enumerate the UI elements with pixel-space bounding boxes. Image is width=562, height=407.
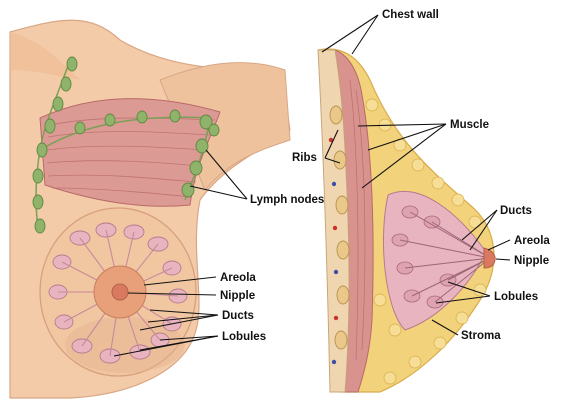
label-areola-right: Areola bbox=[514, 235, 550, 247]
label-ducts-right: Ducts bbox=[500, 205, 532, 217]
label-chest-wall: Chest wall bbox=[382, 9, 439, 21]
front-view bbox=[9, 19, 291, 399]
label-lobules-left: Lobules bbox=[222, 331, 266, 343]
rib-icon-group bbox=[329, 105, 350, 350]
muscle-striations bbox=[349, 79, 366, 361]
label-ducts-left: Ducts bbox=[222, 310, 254, 322]
label-ribs: Ribs bbox=[292, 152, 317, 164]
label-nipple-right: Nipple bbox=[514, 255, 549, 267]
cross-section-view bbox=[317, 48, 496, 393]
labels: Lymph nodes Areola Nipple Ducts Lobules … bbox=[220, 9, 550, 343]
nipple-front bbox=[111, 283, 129, 301]
label-lobules-right: Lobules bbox=[494, 291, 538, 303]
neck-shade bbox=[10, 32, 80, 80]
lymph-node-icon-group bbox=[32, 56, 220, 234]
ducts-section bbox=[399, 211, 491, 303]
muscle-fibers bbox=[46, 117, 216, 198]
label-nipple-left: Nipple bbox=[220, 290, 255, 302]
label-muscle: Muscle bbox=[450, 119, 489, 131]
vessels bbox=[328, 137, 339, 365]
label-lymph-nodes: Lymph nodes bbox=[250, 194, 324, 206]
chest-wall bbox=[317, 49, 350, 393]
label-stroma: Stroma bbox=[461, 330, 501, 342]
breast-shadow bbox=[65, 317, 185, 373]
label-areola-left: Areola bbox=[220, 272, 256, 284]
nipple-section bbox=[483, 247, 496, 269]
leader-lines bbox=[113, 14, 511, 357]
